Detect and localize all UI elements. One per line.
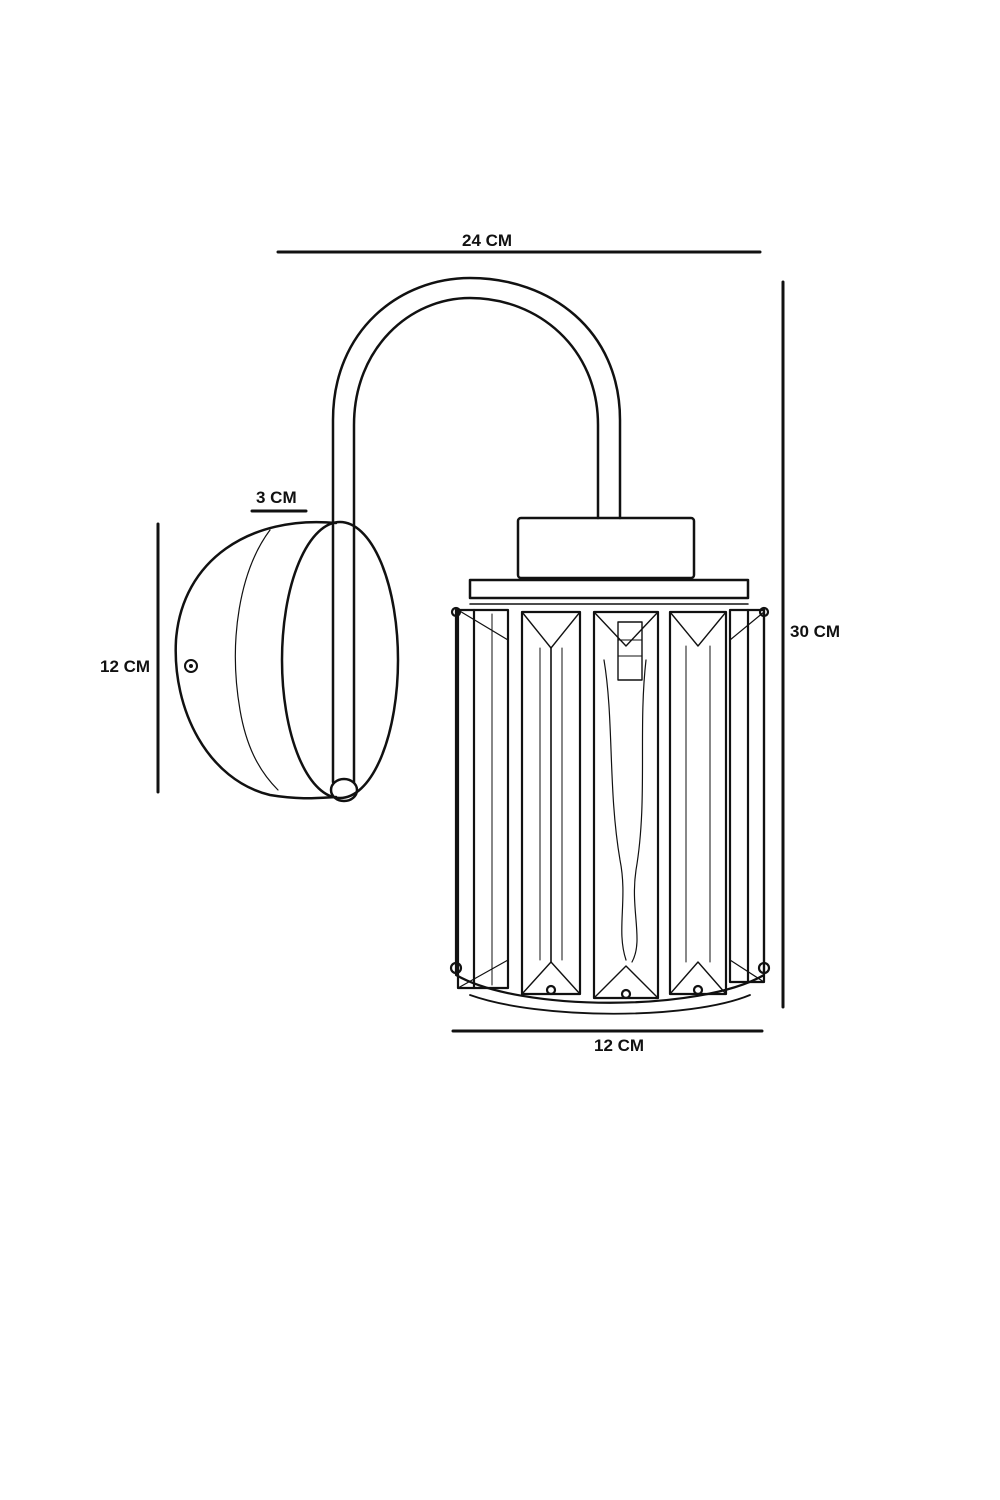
shade-width-label: 12 CM [594,1036,645,1055]
crystal-shade [449,606,771,1015]
depth-label: 3 CM [256,488,297,507]
crystal-prism-3 [592,610,660,1000]
wall-backplate [174,520,400,800]
crystal-prism-1 [456,608,510,990]
total-height-label: 30 CM [790,622,841,641]
lamp-arm [329,276,622,803]
width-top-label: 24 CM [462,231,513,250]
screw-icon [184,659,198,673]
arm-joint [329,777,359,803]
crystal-prism-4 [668,610,728,996]
crystal-prism-5 [728,608,766,984]
backplate-height-label: 12 CM [100,657,151,676]
bulb-socket [617,621,643,681]
crystal-prism-2 [520,610,582,996]
shade-cap [468,516,750,605]
